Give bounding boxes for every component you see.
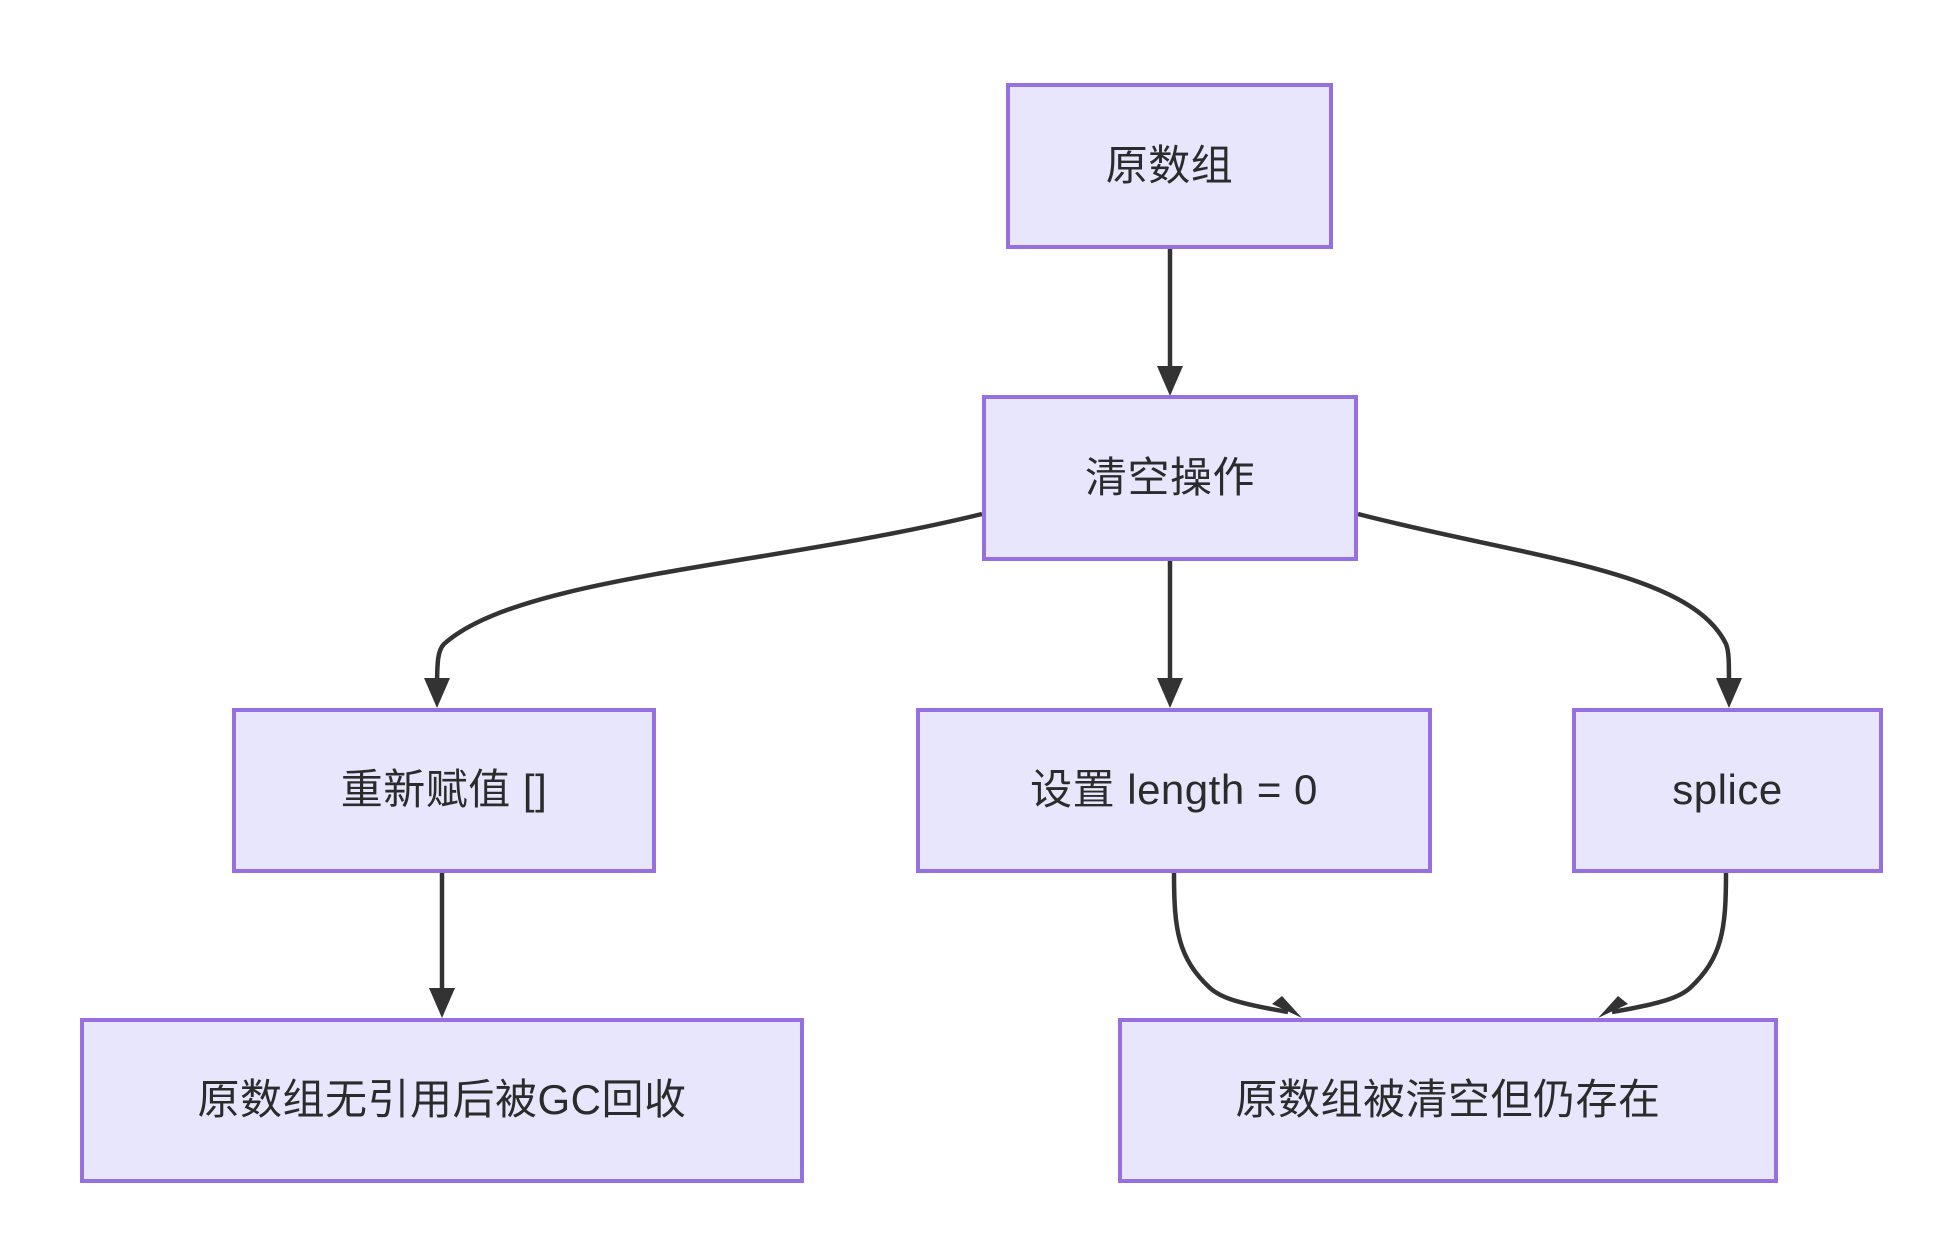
node-set-length-zero[interactable]: 设置 length = 0	[916, 708, 1432, 873]
arrow-head-icon	[1272, 996, 1302, 1018]
arrow-head-icon	[1157, 366, 1183, 396]
edge-line	[1611, 872, 1729, 1015]
node-splice[interactable]: splice	[1572, 708, 1883, 873]
arrow-head-icon	[1716, 678, 1742, 708]
edge-line	[434, 511, 983, 691]
edge-line	[1357, 511, 1732, 691]
node-source[interactable]: 原数组	[1006, 83, 1333, 249]
node-source-label: 原数组	[1105, 141, 1234, 189]
node-gc-collected[interactable]: 原数组无引用后被GC回收	[80, 1018, 804, 1183]
arrow-head-icon	[424, 678, 450, 708]
edge-setlength-to-emptied	[1171, 872, 1302, 1018]
arrow-head-icon	[429, 988, 455, 1018]
edge-line	[1171, 872, 1289, 1015]
edge-splice-to-emptied	[1598, 872, 1729, 1018]
edge-clear-to-reassign	[424, 511, 983, 708]
node-emptied-still-exists[interactable]: 原数组被清空但仍存在	[1118, 1018, 1778, 1183]
edge-source-to-clear	[1157, 249, 1183, 396]
node-reassign-empty-array-label: 重新赋值 []	[340, 766, 548, 814]
edge-clear-to-splice	[1357, 511, 1742, 708]
node-gc-collected-label: 原数组无引用后被GC回收	[197, 1076, 687, 1124]
node-set-length-zero-label: 设置 length = 0	[1030, 766, 1318, 814]
edge-reassign-to-gc	[429, 873, 455, 1018]
node-reassign-empty-array[interactable]: 重新赋值 []	[232, 708, 656, 873]
arrow-head-icon	[1598, 996, 1628, 1018]
node-clear-operation[interactable]: 清空操作	[982, 395, 1358, 561]
edge-clear-to-setlength	[1157, 561, 1183, 708]
node-emptied-still-exists-label: 原数组被清空但仍存在	[1235, 1076, 1661, 1124]
node-clear-operation-label: 清空操作	[1084, 453, 1255, 501]
node-splice-label: splice	[1672, 766, 1783, 814]
arrow-head-icon	[1157, 678, 1183, 708]
